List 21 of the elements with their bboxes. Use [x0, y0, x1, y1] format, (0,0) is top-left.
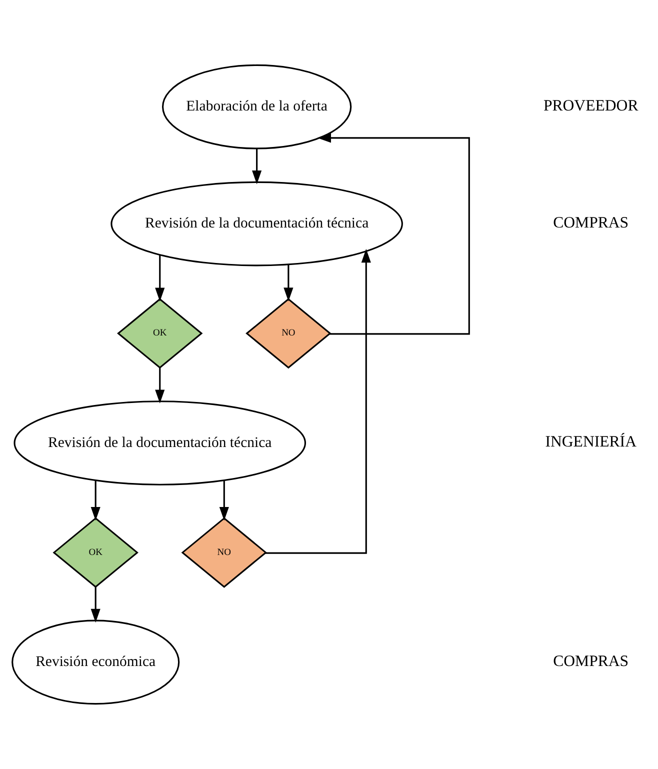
node-diamond: NO	[181, 517, 268, 588]
node-ellipse: Revisión de la documentación técnica	[110, 181, 403, 266]
arrow	[90, 586, 100, 623]
label: COMPRAS	[553, 652, 629, 670]
label: PROVEEDOR	[543, 98, 638, 115]
node-ellipse: Elaboración de la oferta	[162, 64, 352, 150]
arrow	[90, 480, 100, 521]
arrow	[265, 248, 371, 554]
arrow	[155, 368, 165, 404]
arrow	[317, 133, 470, 335]
arrow	[284, 264, 294, 302]
node-diamond: OK	[117, 298, 203, 369]
arrow	[219, 480, 229, 521]
node-diamond: OK	[52, 517, 138, 588]
node-diamond: NO	[246, 298, 332, 369]
arrow	[252, 148, 262, 184]
node-ellipse: Revisión económica	[12, 620, 180, 705]
label: INGENIERÍA	[545, 434, 636, 451]
arrow	[155, 254, 165, 302]
node-ellipse: Revisión de la documentación técnica	[14, 400, 306, 486]
label: COMPRAS	[553, 214, 629, 232]
